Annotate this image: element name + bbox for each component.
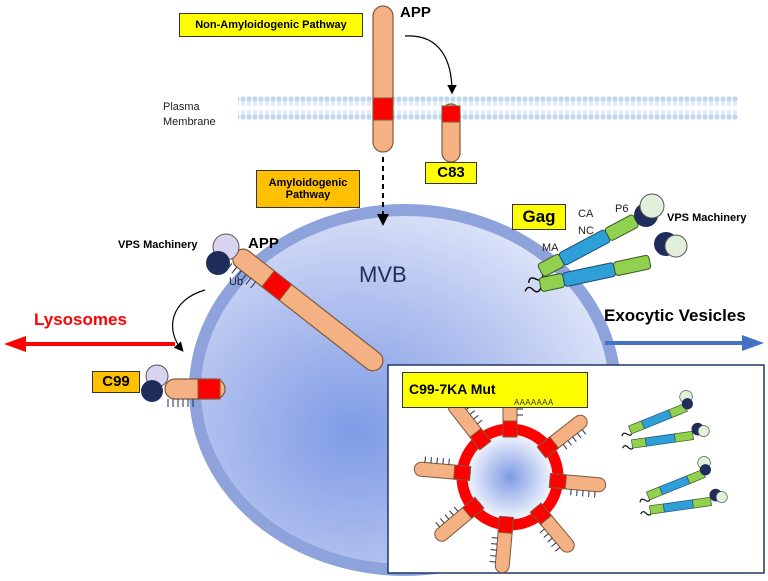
nc-label: NC <box>578 225 594 237</box>
plasma-label-line2: Membrane <box>163 116 216 128</box>
lysosomes-arrow <box>4 336 175 352</box>
ca-label: CA <box>578 208 594 220</box>
lysosomes-label: Lysosomes <box>34 310 127 329</box>
vesicle-spoke <box>536 414 588 459</box>
gag-virion-3 <box>639 456 711 503</box>
gag-polyprotein-lower <box>524 254 652 293</box>
c99-7ka-label: C99-7KA Mut <box>409 381 496 398</box>
c83-label: C83 <box>425 162 477 184</box>
c99-label: C99 <box>92 371 140 393</box>
mvb-label: MVB <box>359 262 407 287</box>
p6-label: P6 <box>615 203 629 215</box>
gag-virion-1 <box>621 390 693 437</box>
vps-right-label: VPS Machinery <box>667 212 747 224</box>
exocytic-label: Exocytic Vesicles <box>604 306 746 325</box>
cleavage-arrow <box>404 35 457 95</box>
ub-label: Ub <box>229 276 244 288</box>
amyloidogenic-label: Amyloidogenic Pathway <box>256 170 360 208</box>
sorting-arrow <box>172 289 206 352</box>
app-left-label: APP <box>248 235 279 252</box>
c99-7ka-label-box: C99-7KA Mut <box>402 372 588 408</box>
gag-virion-4 <box>640 488 728 516</box>
exocytic-arrow <box>605 335 764 351</box>
c99-fragment <box>141 364 226 407</box>
c83-fragment <box>441 103 461 163</box>
vesicle-spoke <box>413 456 472 482</box>
app-membrane-protein <box>372 5 394 153</box>
gag-virion-2 <box>622 422 710 450</box>
vps-machinery-left <box>206 233 240 275</box>
vesicle-spoke <box>529 502 575 553</box>
gag-label: Gag <box>512 204 566 230</box>
amyloidogenic-line2: Pathway <box>285 189 331 201</box>
vesicle-spoke <box>489 515 515 574</box>
vesicle-spoke <box>548 472 607 498</box>
amyloidogenic-line1: Amyloidogenic <box>268 176 348 189</box>
ma-label: MA <box>542 242 559 254</box>
vps-machinery-right <box>634 193 688 258</box>
gag-polyprotein-upper <box>527 214 639 283</box>
plasma-membrane <box>238 96 738 120</box>
polya-label: AAAAAAA <box>514 398 554 407</box>
app-top-label: APP <box>400 4 431 21</box>
plasma-label-line1: Plasma <box>163 101 200 113</box>
non-amyloidogenic-label: Non-Amyloidogenic Pathway <box>179 13 363 37</box>
vesicle-spoke <box>434 496 485 542</box>
amyloidogenic-arrowhead <box>377 214 389 226</box>
vps-left-label: VPS Machinery <box>118 239 198 251</box>
